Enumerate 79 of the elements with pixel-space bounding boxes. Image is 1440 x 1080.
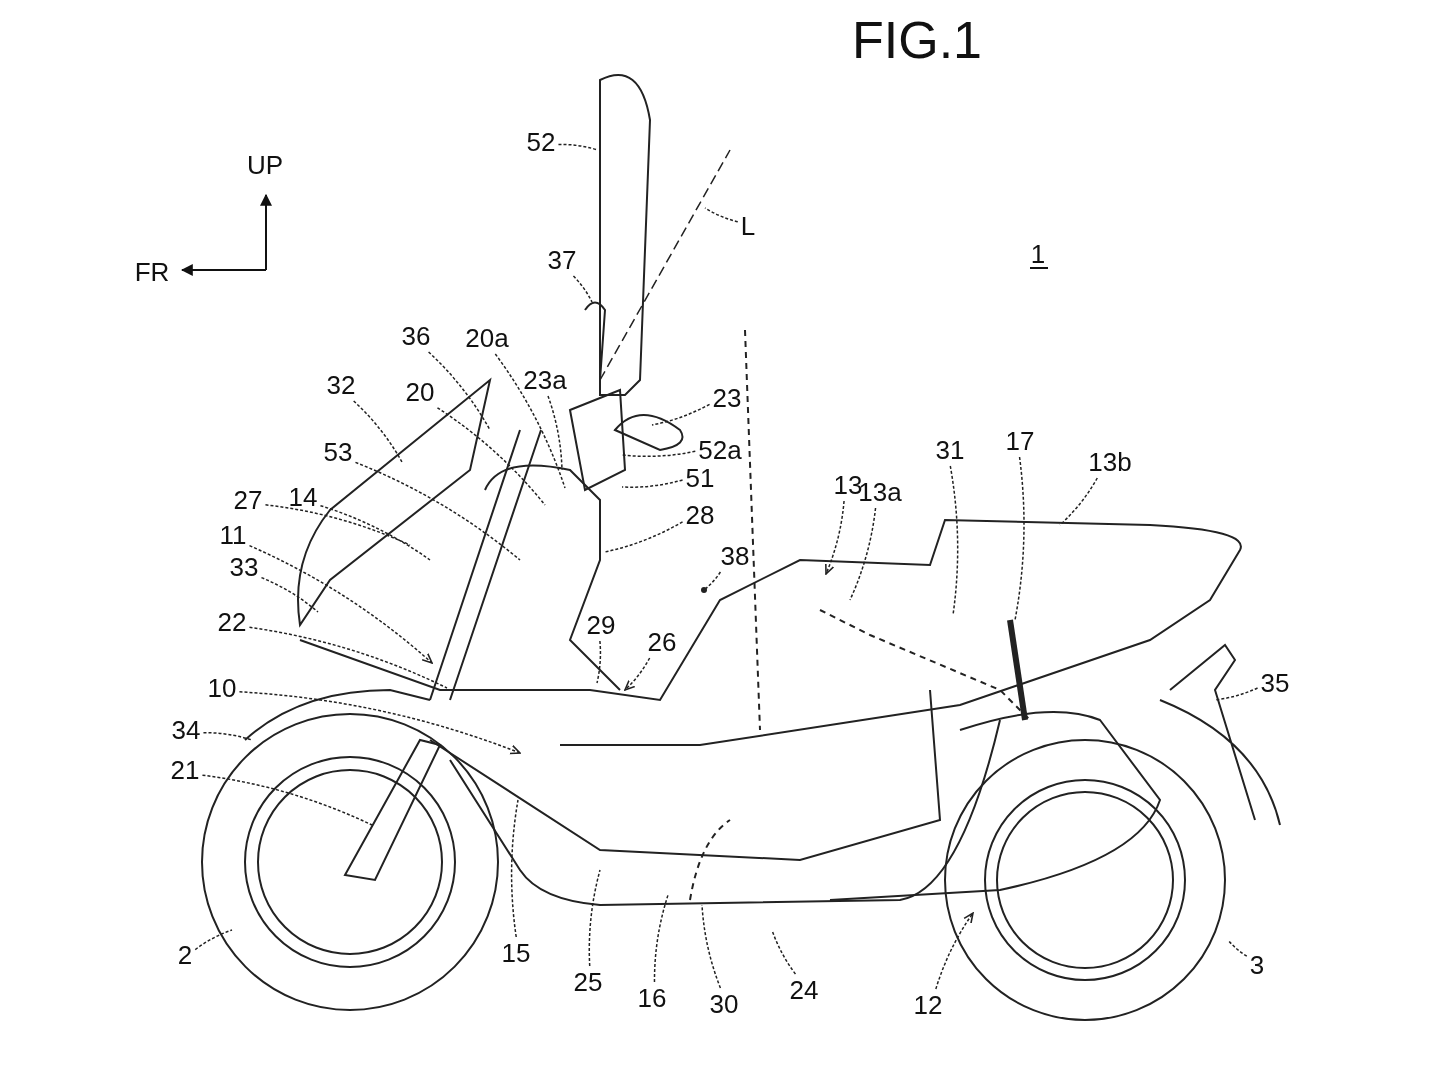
leader-line [1059,477,1099,526]
callout-number: 28 [685,501,715,529]
leader-line [354,461,521,561]
callout-number: 25 [573,968,603,996]
callout-number: 51 [685,464,715,492]
leader-line [604,521,684,553]
leader-line [849,507,877,601]
leader-line [510,799,519,938]
leader-line [704,207,739,223]
leader-line [352,400,403,463]
leader-arrow [248,544,433,664]
figure-number: 1 [1030,240,1046,268]
callout-number: 3 [1249,951,1265,979]
leader-line [621,450,697,458]
leader-line [701,904,722,989]
leader-arrow [238,691,521,755]
callout-number: 23 [712,384,742,412]
callout-number: 21 [170,756,200,784]
leader-line [494,353,566,489]
callout-number: 33 [229,553,259,581]
leader-line [319,504,431,561]
leader-line [653,894,669,983]
leader-line [436,407,546,506]
callout-number: 15 [501,939,531,967]
leader-arrow [935,912,974,990]
direction-label: UP [246,151,284,179]
callout-number: 16 [637,984,667,1012]
figure-title: FIG.1 [852,12,982,68]
callout-number: 32 [326,371,356,399]
callout-number: 17 [1005,427,1035,455]
callout-number: 53 [323,438,353,466]
callout-number: 31 [935,436,965,464]
leader-line [949,465,959,616]
callout-number: 36 [401,322,431,350]
callout-number: 10 [207,674,237,702]
leader-line [264,504,411,546]
leader-arrow [824,500,845,575]
callout-number: 35 [1260,669,1290,697]
callout-number: 13b [1088,448,1132,476]
callout-number: 20a [465,324,509,352]
leader-line [201,774,373,826]
callout-number: 30 [709,990,739,1018]
leader-line [557,143,599,151]
callout-number: 37 [547,246,577,274]
leader-line [701,571,722,593]
callout-number: 2 [177,941,193,969]
leader-line [572,275,593,303]
leader-arrow [624,657,651,691]
leader-line [547,395,563,471]
callout-number: 11 [219,521,247,549]
callout-number: 52 [526,128,556,156]
callout-number: 20 [405,378,435,406]
callout-number: 29 [586,611,616,639]
leader-line [771,929,797,975]
callout-number: 34 [171,716,201,744]
leader-line [651,403,711,426]
leader-line [427,351,491,431]
callout-number: 12 [913,991,943,1019]
callout-number: 52a [698,436,742,464]
leader-line [596,640,602,684]
callout-number: 38 [720,542,750,570]
leader-line [1227,939,1248,957]
leader-line [588,869,601,967]
leader-line [1214,687,1259,701]
callout-number: L [740,212,756,240]
callout-number: 24 [789,976,819,1004]
callout-number: 13 [833,471,863,499]
callout-number: 27 [233,486,263,514]
callout-number: 22 [217,608,247,636]
leader-line [1014,456,1025,621]
leader-line [194,929,233,951]
leader-line [202,731,253,741]
callout-number: 26 [647,628,677,656]
leader-line [621,479,684,488]
direction-label: FR [134,258,170,286]
callout-number: 23a [523,366,567,394]
callout-number: 14 [288,483,318,511]
leader-line [248,626,448,689]
leader-line [260,576,319,613]
